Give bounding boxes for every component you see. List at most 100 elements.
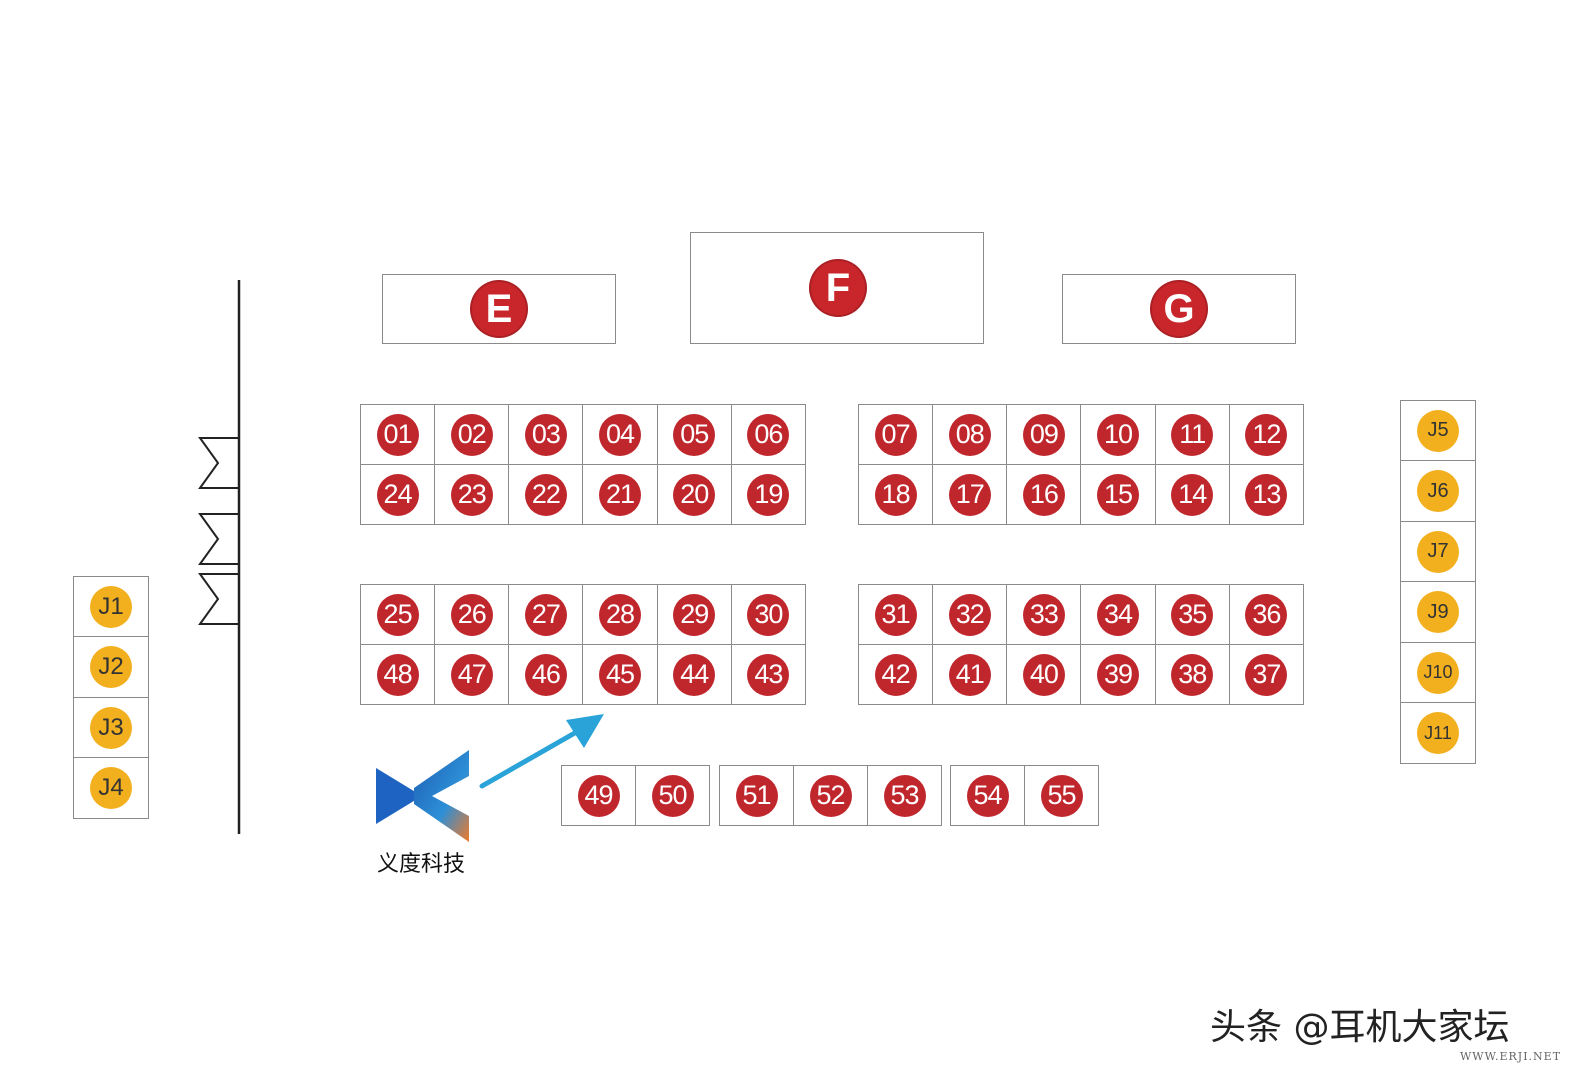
booth-cell[interactable]: J11: [1400, 702, 1476, 764]
booth-marker: J7: [1417, 530, 1459, 573]
booth-cell[interactable]: 25: [361, 585, 436, 645]
booth-block-upper-left: 01 02 03 04 05 06 24 23 22 21 20 19: [360, 404, 806, 525]
booth-cell[interactable]: 05: [657, 405, 732, 465]
zone-e-marker: E: [470, 280, 528, 338]
watermark-site: WWW.ERJI.NET: [1460, 1050, 1562, 1063]
booth-marker: 53: [883, 774, 926, 817]
booth-marker: 16: [1022, 473, 1065, 516]
booth-cell[interactable]: 11: [1155, 405, 1230, 465]
booth-cell[interactable]: 19: [731, 465, 806, 525]
booth-cell[interactable]: 02: [435, 405, 510, 465]
booth-cell[interactable]: 52: [794, 766, 868, 826]
booth-cell[interactable]: 54: [951, 766, 1025, 826]
booth-marker: 36: [1245, 593, 1288, 636]
booth-cell[interactable]: 35: [1155, 585, 1230, 645]
booth-cell[interactable]: J5: [1400, 399, 1476, 462]
booth-marker: 15: [1097, 473, 1140, 516]
booth-cell[interactable]: 55: [1025, 766, 1099, 826]
booth-cell[interactable]: 09: [1007, 405, 1082, 465]
booth-marker: 06: [747, 413, 790, 456]
booth-cell[interactable]: J1: [73, 575, 149, 638]
booth-cell[interactable]: J4: [73, 757, 149, 819]
booth-cell[interactable]: 01: [361, 405, 436, 465]
booth-cell[interactable]: 41: [933, 645, 1008, 705]
booth-marker: 26: [450, 593, 493, 636]
booth-cell[interactable]: 28: [583, 585, 658, 645]
booth-cell[interactable]: 10: [1081, 405, 1156, 465]
booth-marker: 43: [747, 653, 790, 696]
booth-cell[interactable]: J9: [1400, 581, 1476, 643]
booth-cell[interactable]: 22: [509, 465, 584, 525]
booth-marker: 54: [966, 774, 1009, 817]
booth-cell[interactable]: 50: [636, 766, 710, 826]
logo-name: 义度科技: [377, 851, 466, 876]
booth-cell[interactable]: 26: [435, 585, 510, 645]
zone-g[interactable]: G: [1062, 274, 1296, 344]
booth-cell[interactable]: 48: [361, 645, 436, 705]
booth-cell[interactable]: 46: [509, 645, 584, 705]
booth-cell[interactable]: 47: [435, 645, 510, 705]
zone-f[interactable]: F: [690, 232, 984, 344]
booth-marker: J10: [1417, 651, 1459, 694]
booth-block-lower-right: 31 32 33 34 35 36 42 41 40 39 38 37: [858, 584, 1304, 705]
booth-marker: 07: [874, 413, 917, 456]
booth-column-left: J1 J2 J3 J4: [73, 575, 149, 819]
booth-marker: 51: [735, 774, 778, 817]
booth-cell[interactable]: 53: [868, 766, 942, 826]
booth-cell[interactable]: 13: [1229, 465, 1304, 525]
booth-cell[interactable]: 30: [731, 585, 806, 645]
booth-cell[interactable]: 51: [720, 766, 794, 826]
booth-marker: 10: [1097, 413, 1140, 456]
booth-cell[interactable]: 15: [1081, 465, 1156, 525]
booth-cell[interactable]: 39: [1081, 645, 1156, 705]
booth-cell[interactable]: J3: [73, 696, 149, 759]
booth-cell[interactable]: 29: [657, 585, 732, 645]
booth-cell[interactable]: 06: [731, 405, 806, 465]
booth-marker: 01: [376, 413, 419, 456]
booth-marker: 25: [376, 593, 419, 636]
booth-marker: J11: [1417, 712, 1459, 754]
booth-cell[interactable]: 03: [509, 405, 584, 465]
booth-cell[interactable]: 34: [1081, 585, 1156, 645]
zone-e[interactable]: E: [382, 274, 616, 344]
booth-cell[interactable]: 07: [859, 405, 934, 465]
booth-cell[interactable]: 24: [361, 465, 436, 525]
booth-cell[interactable]: 04: [583, 405, 658, 465]
booth-cell[interactable]: 14: [1155, 465, 1230, 525]
booth-cell[interactable]: 37: [1229, 645, 1304, 705]
booth-cell[interactable]: 42: [859, 645, 934, 705]
booth-cell[interactable]: 20: [657, 465, 732, 525]
booth-cell[interactable]: 08: [933, 405, 1008, 465]
booth-cell[interactable]: 27: [509, 585, 584, 645]
booth-cell[interactable]: J10: [1400, 641, 1476, 704]
booth-cell[interactable]: 12: [1229, 405, 1304, 465]
booth-cell[interactable]: 17: [933, 465, 1008, 525]
booth-marker: 42: [874, 653, 917, 696]
booth-cell[interactable]: 33: [1007, 585, 1082, 645]
booth-column-right: J5 J6 J7 J9 J10 J11: [1400, 399, 1476, 764]
booth-marker: 21: [599, 473, 642, 516]
booth-cell[interactable]: J7: [1400, 520, 1476, 583]
booth-cell[interactable]: 44: [657, 645, 732, 705]
booth-block-lower-left: 25 26 27 28 29 30 48 47 46 45 44 43: [360, 584, 806, 705]
booth-cell[interactable]: 49: [562, 766, 636, 826]
booth-marker: 27: [524, 593, 567, 636]
booth-cell[interactable]: J2: [73, 636, 149, 698]
booth-cell[interactable]: 23: [435, 465, 510, 525]
booth-marker: 28: [599, 593, 642, 636]
booth-marker: 34: [1097, 593, 1140, 636]
booth-cell[interactable]: 40: [1007, 645, 1082, 705]
booth-cell[interactable]: 43: [731, 645, 806, 705]
booth-cell[interactable]: J6: [1400, 460, 1476, 522]
booth-marker: 49: [577, 774, 620, 817]
booth-cell[interactable]: 31: [859, 585, 934, 645]
booth-cell[interactable]: 21: [583, 465, 658, 525]
booth-cell[interactable]: 36: [1229, 585, 1304, 645]
booth-cell[interactable]: 16: [1007, 465, 1082, 525]
booth-marker: 29: [673, 593, 716, 636]
booth-cell[interactable]: 32: [933, 585, 1008, 645]
booth-cell[interactable]: 18: [859, 465, 934, 525]
booth-cell[interactable]: 38: [1155, 645, 1230, 705]
booth-group-bottom-2: 51 52 53: [719, 765, 942, 826]
booth-cell[interactable]: 45: [583, 645, 658, 705]
